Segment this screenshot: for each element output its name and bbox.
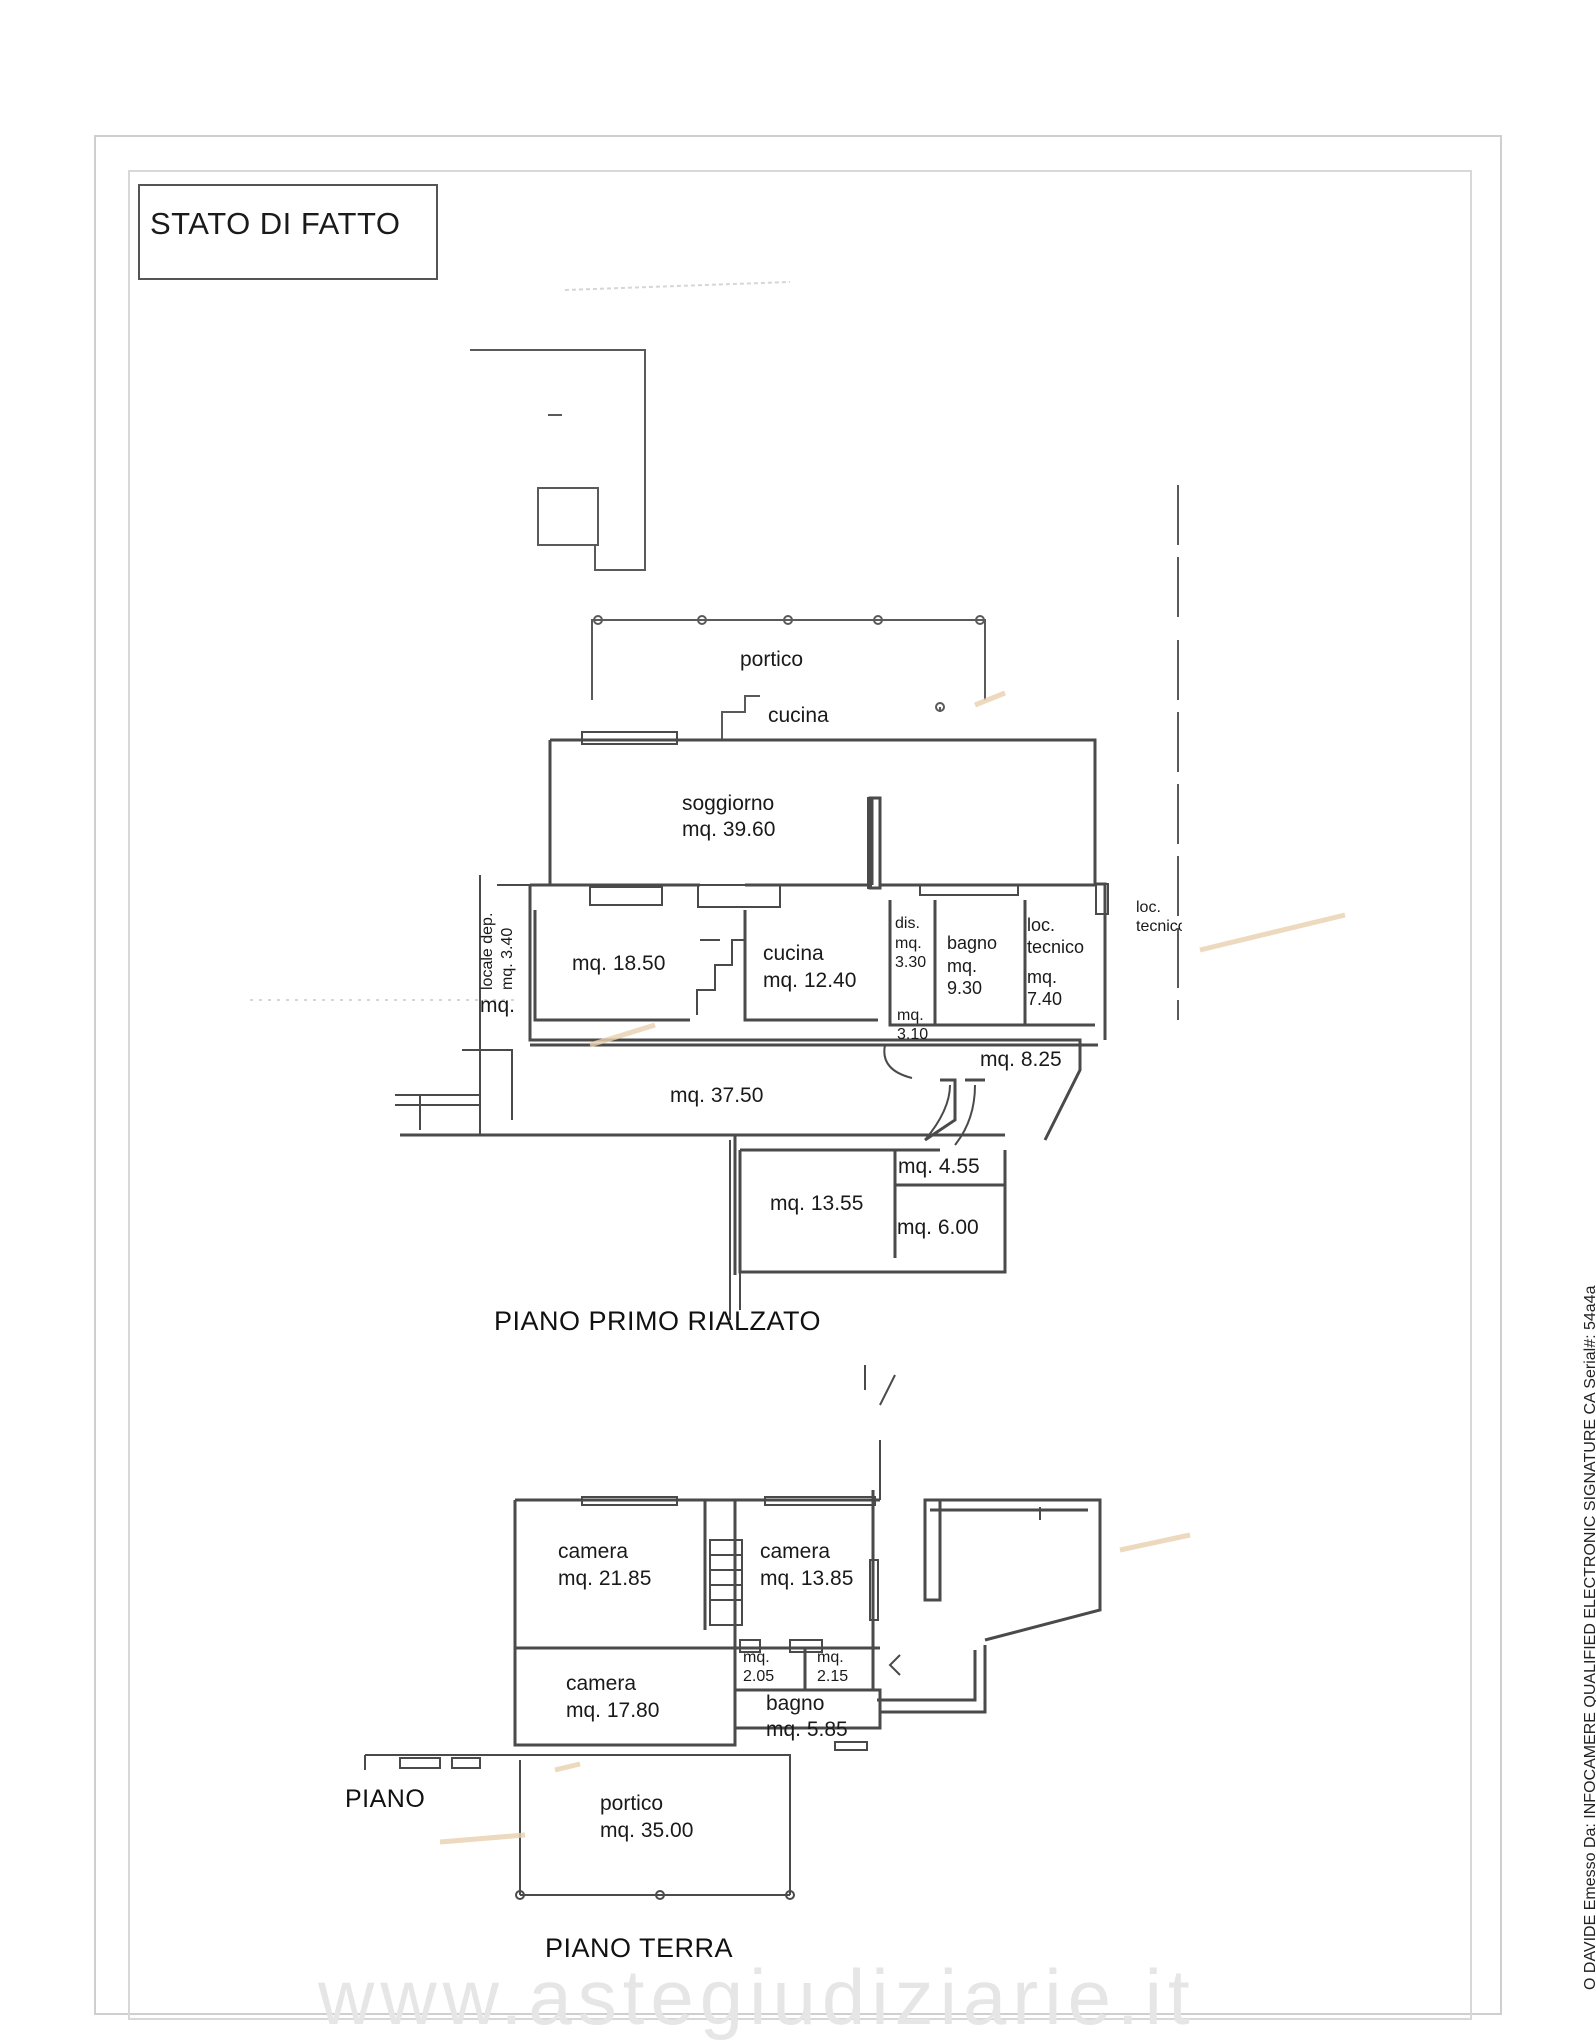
room-area-3-10: mq. 3.10 bbox=[897, 1007, 929, 1043]
room-area-37-50: mq. 37.50 bbox=[670, 1084, 764, 1107]
room-area-4-55: mq. 4.55 bbox=[898, 1155, 980, 1178]
room-area-locale-dep: mq. 3.40 bbox=[499, 927, 516, 990]
room-label-camera-2: camera bbox=[760, 1540, 831, 1563]
room-label-loc-tecnico: loc. tecnico bbox=[1027, 915, 1085, 957]
room-label-soggiorno: soggiorno bbox=[682, 792, 775, 815]
pencil-smudges bbox=[439, 690, 1346, 1845]
room-area-cucina: mq. 12.40 bbox=[763, 969, 857, 992]
room-area-13-55: mq. 13.55 bbox=[770, 1192, 864, 1215]
room-area-2-05: mq. 2.05 bbox=[743, 1649, 775, 1685]
room-area-loc-tecnico: mq. 7.40 bbox=[1027, 967, 1063, 1009]
ground-stairs bbox=[581, 1496, 1041, 1751]
room-label-cucina-upper: cucina bbox=[768, 704, 829, 727]
upper-walls bbox=[400, 738, 1107, 1310]
upper-left-annex bbox=[395, 880, 513, 1135]
upper-windows bbox=[479, 731, 1109, 1146]
partial-piano-label: PIANO bbox=[345, 1785, 426, 1813]
room-area-bagno-ground: mq. 5.85 bbox=[766, 1718, 848, 1741]
room-area-2-15: mq. 2.15 bbox=[817, 1649, 849, 1685]
room-label-bagno-upper: bagno bbox=[947, 933, 998, 953]
room-label-portico-upper: portico bbox=[740, 648, 804, 671]
title-box bbox=[138, 184, 438, 280]
room-area-6-00: mq. 6.00 bbox=[897, 1216, 979, 1239]
room-label-loc-tecnico-2: loc. tecnico bbox=[1136, 899, 1182, 935]
room-label-camera-3: camera bbox=[566, 1672, 637, 1695]
room-area-18-50: mq. 18.50 bbox=[572, 952, 666, 975]
room-label-bagno-ground: bagno bbox=[766, 1692, 825, 1715]
room-label-portico-ground: portico bbox=[600, 1792, 664, 1815]
room-area-camera-2: mq. 13.85 bbox=[760, 1567, 854, 1590]
ground-portico bbox=[364, 1754, 795, 1900]
upper-portico bbox=[591, 615, 986, 740]
ground-walls bbox=[513, 1365, 1102, 1747]
room-area-camera-1: mq. 21.85 bbox=[558, 1567, 652, 1590]
ground-floor-title: PIANO TERRA bbox=[545, 1933, 734, 1963]
room-area-dis: mq. 3.30 bbox=[895, 935, 927, 971]
room-label-dis: dis. bbox=[895, 915, 920, 932]
room-label-camera-1: camera bbox=[558, 1540, 629, 1563]
watermark: www.astegiudiziarie.it bbox=[318, 1953, 1196, 2041]
room-area-8-25: mq. 8.25 bbox=[980, 1048, 1062, 1071]
digital-signature-stamp: O DAVIDE Emesso Da: INFOCAMERE QUALIFIED… bbox=[1582, 1285, 1596, 1990]
room-label-cucina: cucina bbox=[763, 942, 824, 965]
floor-plan-drawing bbox=[250, 281, 1346, 1900]
document-title: STATO DI FATTO bbox=[150, 206, 401, 241]
upper-floor-title: PIANO PRIMO RIALZATO bbox=[494, 1306, 822, 1336]
partial-mq-label: mq. bbox=[480, 994, 516, 1017]
site-outline bbox=[470, 349, 1179, 1020]
room-area-camera-3: mq. 17.80 bbox=[566, 1699, 660, 1722]
room-area-soggiorno: mq. 39.60 bbox=[682, 818, 776, 841]
upper-lower-rooms bbox=[729, 1135, 737, 1320]
room-area-bagno-upper: mq. 9.30 bbox=[947, 956, 983, 998]
room-label-locale-dep: locale dep. bbox=[479, 912, 496, 990]
room-area-portico-ground: mq. 35.00 bbox=[600, 1819, 694, 1842]
faint-dotted-lines bbox=[250, 281, 791, 1001]
